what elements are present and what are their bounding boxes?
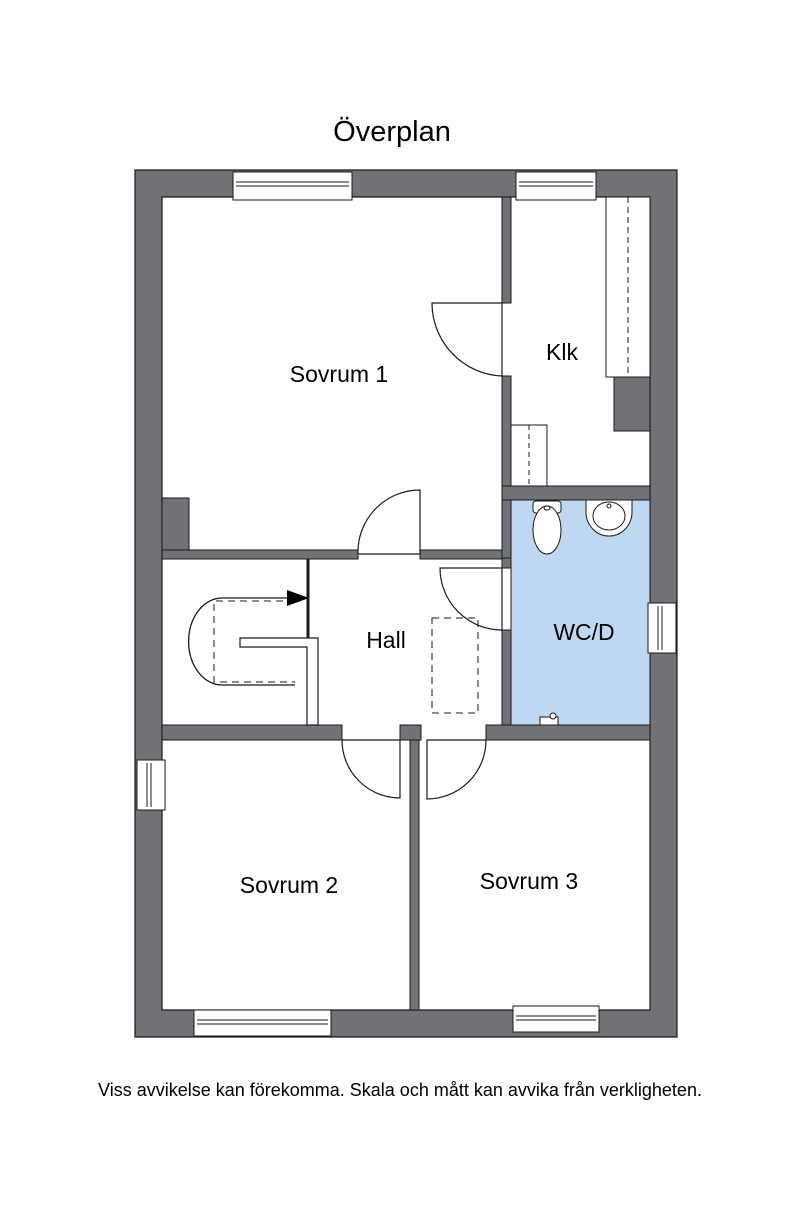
room-label-sovrum2: Sovrum 2 [240,872,338,898]
wall-sovrum2-sovrum3 [409,739,420,1011]
wall-sovrum1-bottom-left [161,549,359,560]
floor-drain-icon [539,712,559,726]
disclaimer-text: Viss avvikelse kan förekomma. Skala och … [98,1080,702,1100]
door-hall-sovrum1 [357,489,421,555]
toilet-icon [532,500,562,555]
door-hall-wc [439,567,503,631]
door-hall-sovrum3 [426,739,487,800]
doors [341,302,503,800]
wall-klk-jog [613,375,651,432]
wall-sovrum1-bottom-right [419,549,503,560]
door-sovrum1-klk [431,302,503,377]
hall-hatch [431,617,479,714]
windows [136,171,677,1037]
room-label-hall: Hall [366,627,406,653]
wc-fixtures [532,499,633,726]
wall-wc-bottom [485,724,651,741]
room-label-sovrum3: Sovrum 3 [480,868,578,894]
staircase [188,558,319,726]
plan-title: Överplan [333,116,451,148]
wall-sovrum1-klk [501,196,512,304]
room-label-sovrum1: Sovrum 1 [290,361,388,387]
stair-arrow-icon [287,590,309,606]
room-label-klk: Klk [546,339,578,365]
wall-sovrum1-jog [161,497,190,551]
room-label-wcd: WC/D [553,619,614,645]
wall-wc-left [501,629,512,741]
wall-hall-bottom-mid [399,724,422,741]
window-sovrum2-bottom [193,1009,332,1037]
sink-icon [585,499,633,537]
wall-wc-left-top [501,557,512,569]
window-sovrum3-bottom [512,1005,600,1033]
wall-hall-bottom-left [161,724,343,741]
wall-klk-bottom [501,485,651,501]
door-hall-sovrum2 [341,739,401,799]
wc-room-fill [510,499,651,726]
wall-sovrum1-klk-lower [501,375,512,559]
klk-shelving [510,196,651,487]
